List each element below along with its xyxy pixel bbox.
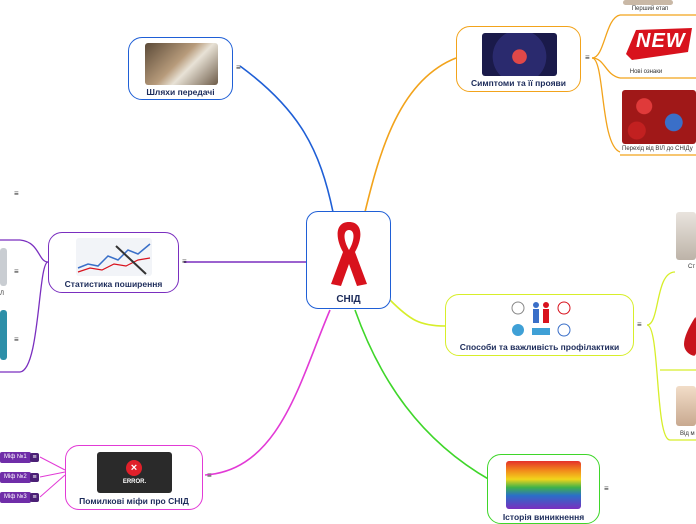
menu-icon[interactable]: ≡ [30, 473, 39, 482]
leaf-stats-1[interactable]: Л [0, 291, 4, 297]
prevention-child-photo-2 [676, 386, 696, 426]
topic-prevention[interactable]: Способи та важливість профілактики [445, 294, 634, 356]
menu-icon[interactable]: ≡ [182, 257, 187, 266]
leaf-prevention-1[interactable]: Ст [688, 264, 696, 270]
leaf-new-signs[interactable]: Нові ознаки [629, 69, 663, 75]
topic-history[interactable]: Історія виникнення [487, 454, 600, 524]
topic-paths[interactable]: Шляхи передачі [128, 37, 233, 100]
menu-icon[interactable]: ≡ [30, 493, 39, 502]
new-badge-image: NEW [622, 24, 696, 64]
menu-icon[interactable]: ≡ [14, 267, 19, 276]
chart-lines-icon [77, 243, 151, 275]
link-symptoms [364, 57, 457, 213]
prevention-icons [511, 301, 571, 337]
chart-photo [76, 238, 152, 276]
red-drop-icon [684, 316, 696, 356]
error-text: ERROR. [122, 479, 147, 485]
first-stage-photo [623, 0, 673, 5]
leaf-prevention-2[interactable]: Від м [680, 431, 695, 437]
menu-icon[interactable]: ≡ [236, 63, 241, 72]
new-badge-text: NEW [636, 30, 686, 52]
topic-prevention-label: Способи та важливість профілактики [459, 342, 620, 352]
topic-myths[interactable]: × ERROR. Помилкові міфи про СНІД [65, 445, 203, 510]
myth-chip-2[interactable]: Міф №2 [0, 472, 31, 483]
leaf-first-stage[interactable]: Перший етап [631, 6, 669, 12]
error-icon: × [126, 460, 142, 476]
myth-chip-1[interactable]: Міф №1 [0, 452, 31, 463]
rainbow-flags-photo [506, 461, 581, 509]
topic-myths-label: Помилкові міфи про СНІД [79, 496, 189, 506]
prevention-child-photo-1 [676, 212, 696, 260]
leaf-hiv-to-aids[interactable]: Перехід від ВІЛ до СНІДу [622, 146, 693, 152]
menu-icon[interactable]: ≡ [604, 484, 609, 493]
topic-history-label: Історія виникнення [502, 512, 585, 522]
stats-child-photo-2 [0, 310, 7, 360]
symptoms-illustration [482, 33, 557, 76]
red-ribbon-icon [331, 222, 367, 286]
condom-photo [145, 43, 218, 85]
new-splash-icon [626, 28, 692, 60]
menu-icon[interactable]: ≡ [14, 335, 19, 344]
topic-symptoms[interactable]: Симптоми та її прояви [456, 26, 581, 92]
menu-icon[interactable]: ≡ [30, 453, 39, 462]
center-label: СНІД [336, 294, 361, 305]
menu-icon[interactable]: ≡ [14, 189, 19, 198]
center-node[interactable]: СНІД [306, 211, 391, 309]
topic-stats[interactable]: Статистика поширення [48, 232, 179, 293]
stats-child-photo-1 [0, 248, 7, 286]
link-prevention [389, 299, 446, 327]
menu-icon[interactable]: ≡ [637, 320, 642, 329]
link-history [354, 309, 491, 481]
topic-paths-label: Шляхи передачі [146, 87, 215, 97]
myth-chip-3[interactable]: Міф №3 [0, 492, 31, 503]
link-paths [239, 65, 334, 213]
blood-cells-photo [622, 90, 696, 144]
topic-stats-label: Статистика поширення [64, 279, 163, 289]
menu-icon[interactable]: ≡ [207, 471, 212, 480]
link-myths [204, 309, 331, 476]
menu-icon[interactable]: ≡ [585, 53, 590, 62]
error-card: × ERROR. [97, 452, 172, 493]
topic-symptoms-label: Симптоми та її прояви [470, 78, 566, 88]
